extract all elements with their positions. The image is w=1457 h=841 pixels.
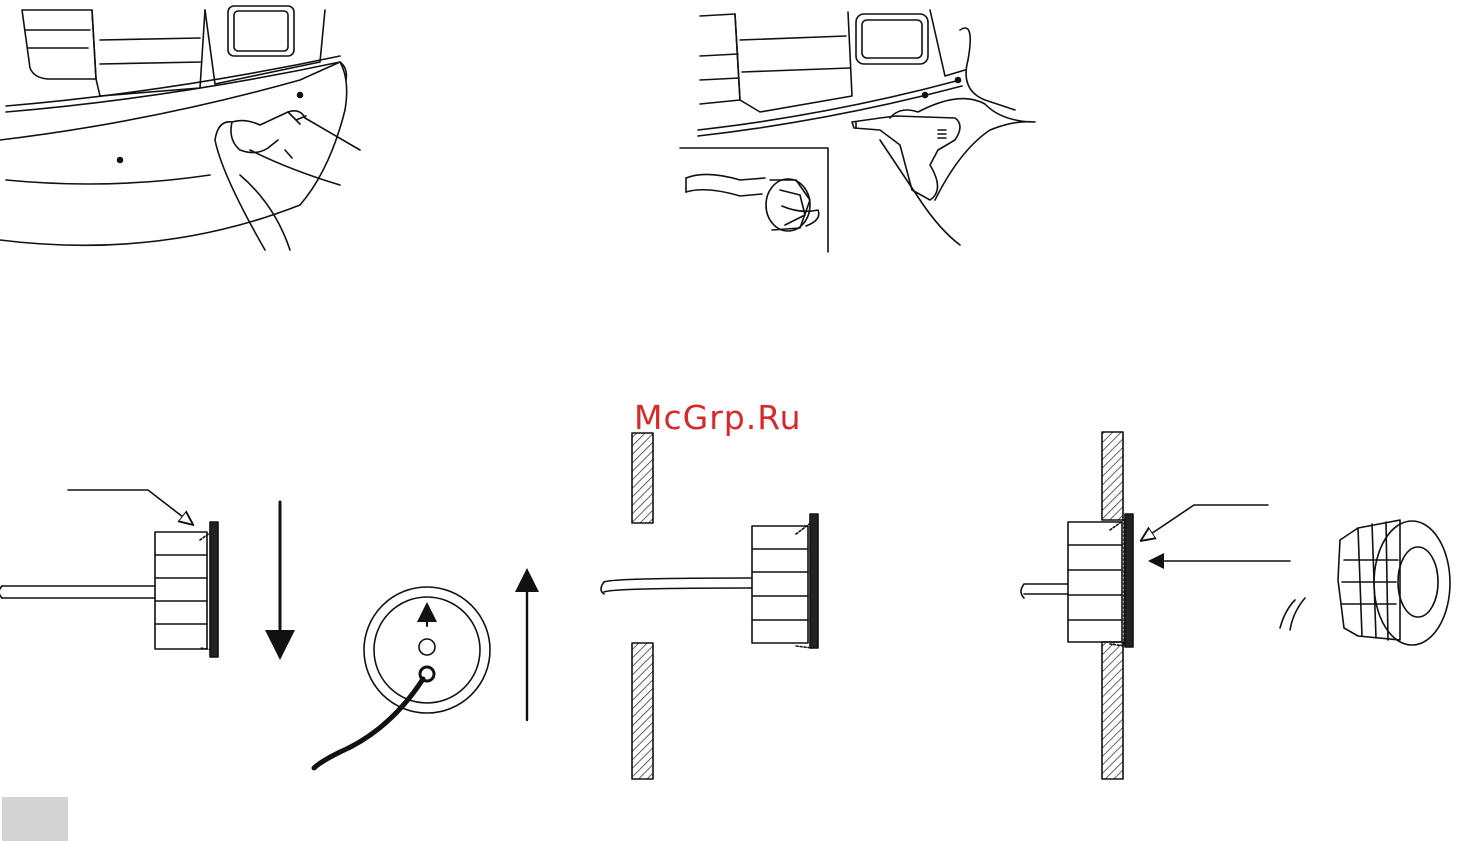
sensor-mounted-in-bumper <box>1021 432 1290 779</box>
page-number-tab <box>2 797 68 841</box>
sensor-rear-view <box>314 580 527 768</box>
sensor-side-view-with-film <box>0 490 280 657</box>
sensor-3d-view <box>1280 520 1450 645</box>
watermark-text: McGrp.Ru <box>634 398 802 437</box>
sensor-approaching-bumper-hole <box>601 433 818 779</box>
car-rear-peeling-illustration <box>0 6 360 250</box>
car-rear-drilling-illustration <box>680 10 1035 252</box>
